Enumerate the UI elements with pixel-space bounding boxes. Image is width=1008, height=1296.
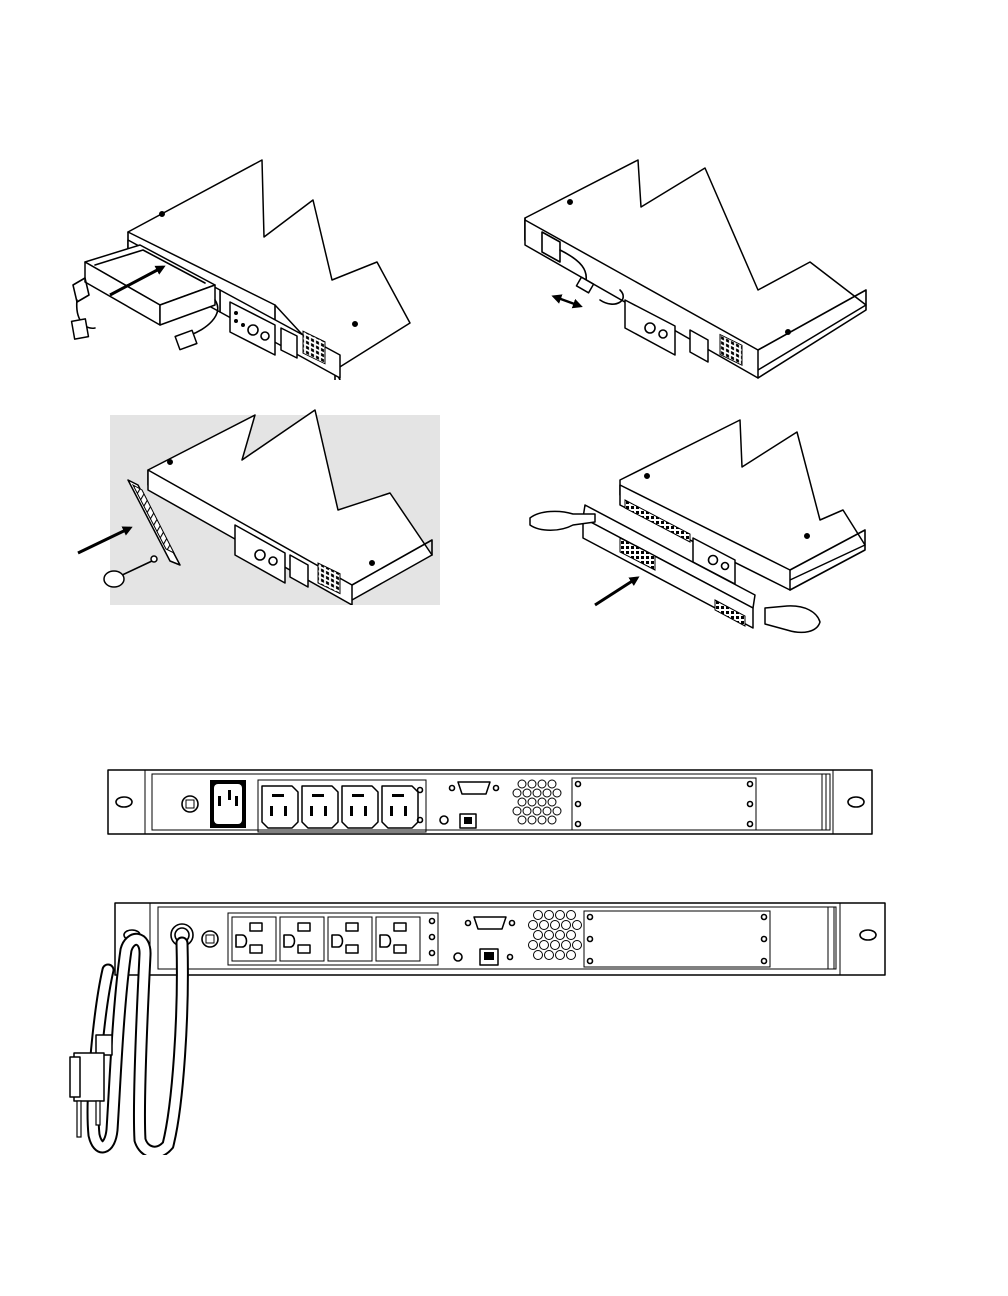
iec-outlet: [382, 786, 418, 828]
iec-outlet: [342, 786, 378, 828]
step-2-battery-connector-figure: [520, 150, 880, 385]
bezel-insert-arrow: [595, 578, 637, 605]
iec-outlet: [262, 786, 298, 828]
hand-right-icon: [765, 606, 820, 632]
step-3-bezel-bracket-figure: [70, 405, 440, 605]
connector-double-arrow: [558, 298, 580, 306]
rear-panel-nema-figure: [60, 895, 890, 1155]
ac-input-iec: [210, 780, 246, 828]
iec-outlet: [302, 786, 338, 828]
step-4-front-bezel-figure: [525, 410, 875, 640]
step-1-battery-insertion-figure: [65, 150, 415, 380]
rear-panel-iec-figure: [100, 762, 880, 842]
